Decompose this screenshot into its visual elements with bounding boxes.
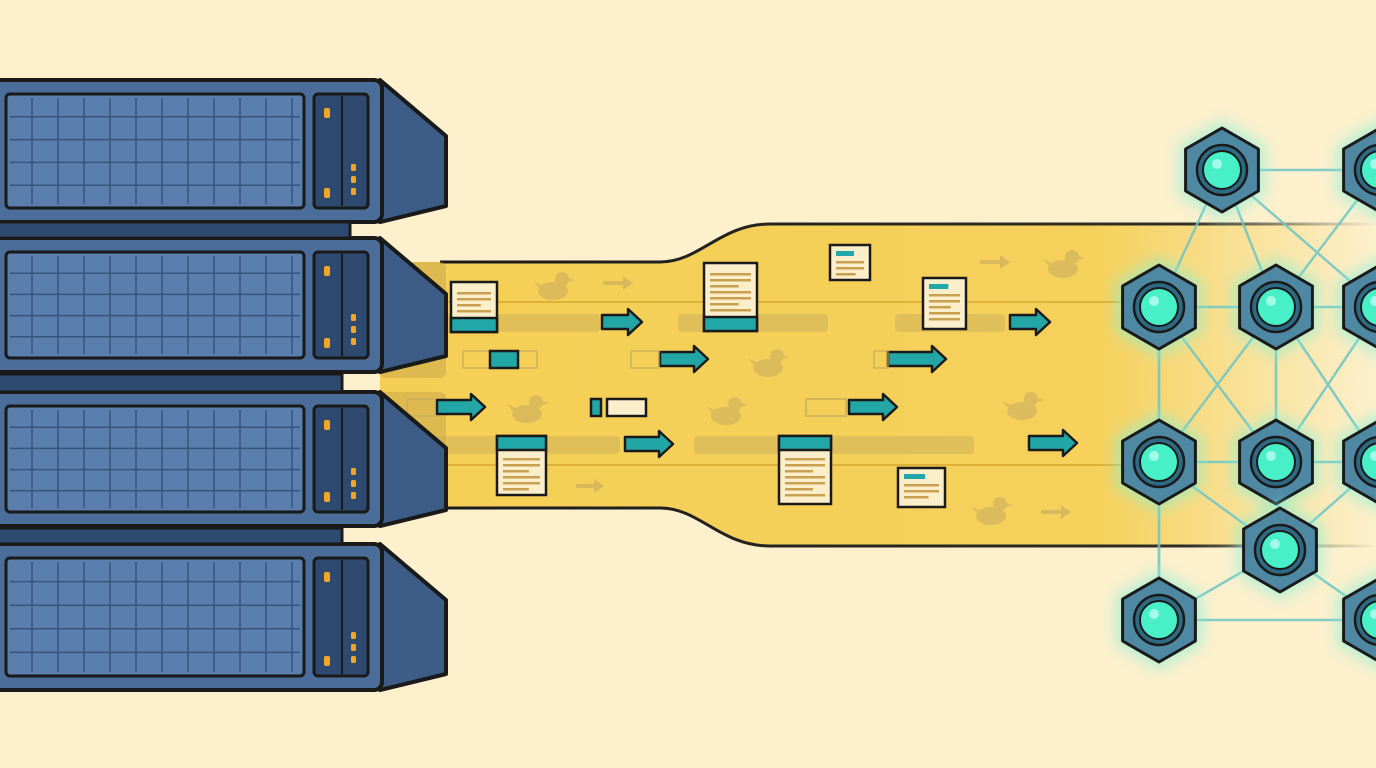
arrow-right-icon	[623, 429, 675, 459]
hexagon-node-icon	[1336, 122, 1376, 218]
arrow-right-icon	[576, 479, 604, 493]
arrow-right-icon	[1008, 307, 1052, 337]
document-icon	[896, 466, 947, 509]
arrow-right-icon	[658, 344, 710, 374]
arrow-right-icon	[980, 255, 1010, 269]
server-unit	[0, 78, 448, 224]
document-icon	[495, 434, 548, 497]
server-stack	[0, 78, 448, 692]
document-icon	[702, 261, 759, 333]
hexagon-node-icon	[1232, 257, 1320, 357]
hexagon-node-icon	[1336, 259, 1376, 355]
hexagon-node-icon	[1115, 412, 1203, 512]
hexagon-node-icon	[1178, 120, 1266, 220]
hexagon-node-icon	[1115, 570, 1203, 670]
duck-icon	[706, 397, 748, 425]
arrows	[406, 307, 1079, 459]
pipe-body	[380, 224, 1376, 546]
neural-network	[1115, 120, 1376, 670]
status-led-icon	[324, 108, 356, 198]
status-led-icon	[324, 266, 356, 348]
server-unit	[0, 542, 448, 692]
data-packets	[406, 349, 889, 418]
duck-icon	[507, 395, 549, 423]
pipe-bottom-edge	[440, 506, 1376, 548]
hexagon-node-icon	[1236, 500, 1324, 600]
arrow-right-icon	[1041, 505, 1071, 519]
documents	[449, 243, 968, 509]
arrow-right-icon	[886, 344, 948, 374]
hexagon-node-icon	[1336, 572, 1376, 668]
arrow-right-icon	[600, 307, 644, 337]
hexagon-node-icon	[1115, 257, 1203, 357]
ghost-icons	[507, 250, 1085, 525]
server-unit	[0, 236, 448, 374]
document-icon	[828, 243, 872, 282]
pipe-top-edge	[440, 222, 1376, 264]
duck-icon	[971, 497, 1013, 525]
document-icon	[921, 276, 968, 331]
arrow-right-icon	[603, 276, 633, 290]
arrow-right-icon	[435, 392, 487, 422]
arrow-right-icon	[847, 392, 899, 422]
status-led-icon	[324, 420, 356, 502]
document-icon	[449, 280, 499, 334]
duck-icon	[1002, 392, 1044, 420]
server-unit	[0, 390, 448, 528]
hexagon-node-icon	[1336, 414, 1376, 510]
data-stream-pipe	[380, 222, 1376, 548]
duck-icon	[1043, 250, 1085, 278]
duck-icon	[748, 349, 790, 377]
status-led-icon	[324, 572, 356, 666]
duck-icon	[533, 272, 575, 300]
document-icon	[777, 434, 833, 506]
arrow-right-icon	[1027, 428, 1079, 458]
